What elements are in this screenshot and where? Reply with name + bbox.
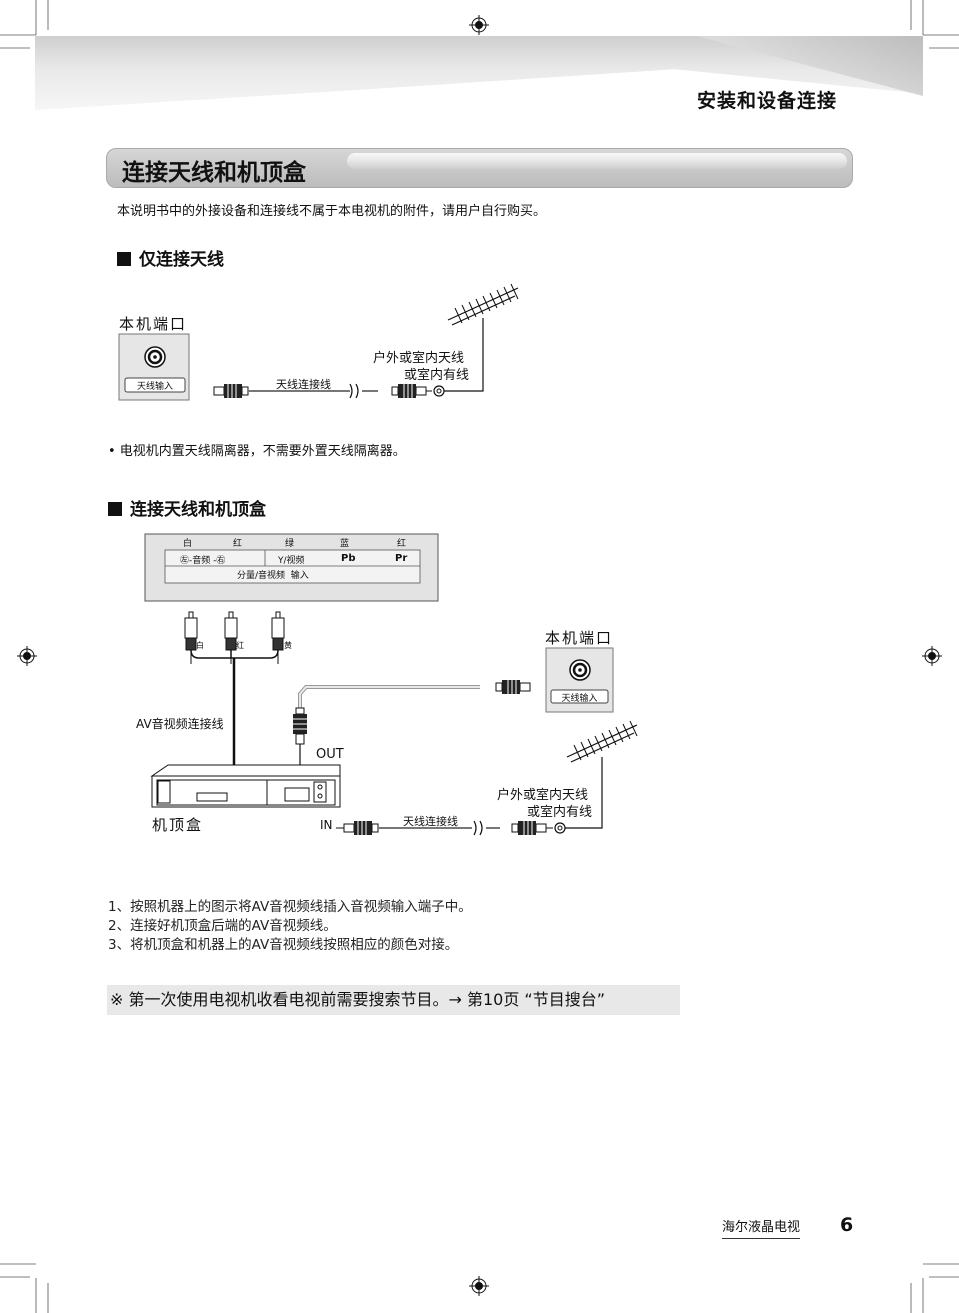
- step-item: 2、连接好机顶盒后端的AV音视频线。: [108, 918, 337, 934]
- panel-pr-label: Pr: [395, 553, 408, 564]
- steps-list: 1、按照机器上的图示将AV音视频线插入音视频输入端子中。 2、连接好机顶盒后端的…: [108, 898, 472, 955]
- plug-label-yellow: 黄: [284, 641, 292, 650]
- stb-label: 机顶盒: [152, 816, 204, 834]
- section1-heading: 仅连接天线: [117, 245, 224, 270]
- page-number: 6: [840, 1214, 854, 1236]
- square-bullet-icon: [117, 252, 131, 266]
- title-bar: [106, 148, 853, 188]
- section2-heading-text: 连接天线和机顶盒: [130, 500, 266, 520]
- s2-tv-port-label: 本机端口: [545, 629, 614, 647]
- square-bullet-icon-2: [108, 502, 122, 516]
- coax-port-icon-2: [568, 658, 592, 682]
- s2-antenna-label-1: 户外或室内天线: [497, 788, 589, 803]
- panel-audio-label: ㊧-音频 -㊨: [180, 556, 226, 566]
- av-cable-label: AV音视频连接线: [136, 717, 224, 731]
- step-item: 3、将机顶盒和机器上的AV音视频线按照相应的颜色对接。: [108, 937, 459, 953]
- panel-video-label: Y/视频: [278, 556, 305, 566]
- panel-color-white: 白: [183, 539, 193, 549]
- panel-color-red: 红: [233, 539, 243, 549]
- rca-plugs: [184, 611, 285, 664]
- s1-antenna-label-1: 户外或室内天线: [373, 351, 465, 366]
- s1-tv-port-label: 本机端口: [119, 315, 188, 333]
- plug-label-red: 红: [236, 641, 244, 650]
- cable-break-icon: [349, 383, 359, 399]
- section1-note: • 电视机内置天线隔离器，不需要外置天线隔离器。: [108, 444, 406, 459]
- panel-color-blue: 蓝: [340, 539, 350, 549]
- cable-plug-left: [213, 383, 249, 399]
- antenna-icon: [447, 283, 519, 326]
- s2-cable-label: 天线连接线: [403, 815, 458, 828]
- panel-input-label: 分量/音视频 输入: [237, 571, 309, 581]
- section1-heading-text: 仅连接天线: [139, 250, 224, 270]
- antenna-icon-2: [566, 720, 638, 763]
- in-label: IN: [320, 818, 333, 832]
- intro-text: 本说明书中的外接设备和连接线不属于本电视机的附件，请用户自行购买。: [117, 204, 547, 219]
- out-label: OUT: [316, 747, 344, 762]
- notice-box: ※ 第一次使用电视机收看电视前需要搜索节目。→ 第10页 “节目搜台”: [107, 985, 680, 1015]
- footer-brand: 海尔液晶电视: [722, 1216, 801, 1239]
- cable-plug-right: [391, 383, 427, 399]
- panel-pb-label: Pb: [341, 553, 356, 564]
- panel-color-green: 绿: [285, 539, 295, 549]
- s1-antenna-input-label: 天线输入: [136, 382, 173, 392]
- plug-label-white: 白: [196, 641, 204, 650]
- s1-antenna-label-2: 或室内有线: [404, 368, 470, 383]
- section-tag: 安装和设备连接: [697, 90, 838, 112]
- page-title: 连接天线和机顶盒: [122, 160, 306, 186]
- section2-heading: 连接天线和机顶盒: [108, 495, 266, 520]
- coax-port-icon: [143, 345, 167, 369]
- panel-color-red-2: 红: [397, 539, 407, 549]
- set-top-box-icon: [150, 764, 341, 808]
- s2-antenna-input-label: 天线输入: [561, 694, 598, 704]
- step-item: 1、按照机器上的图示将AV音视频线插入音视频输入端子中。: [108, 899, 472, 915]
- s2-antenna-label-2: 或室内有线: [527, 805, 593, 820]
- s1-cable-label: 天线连接线: [276, 378, 331, 391]
